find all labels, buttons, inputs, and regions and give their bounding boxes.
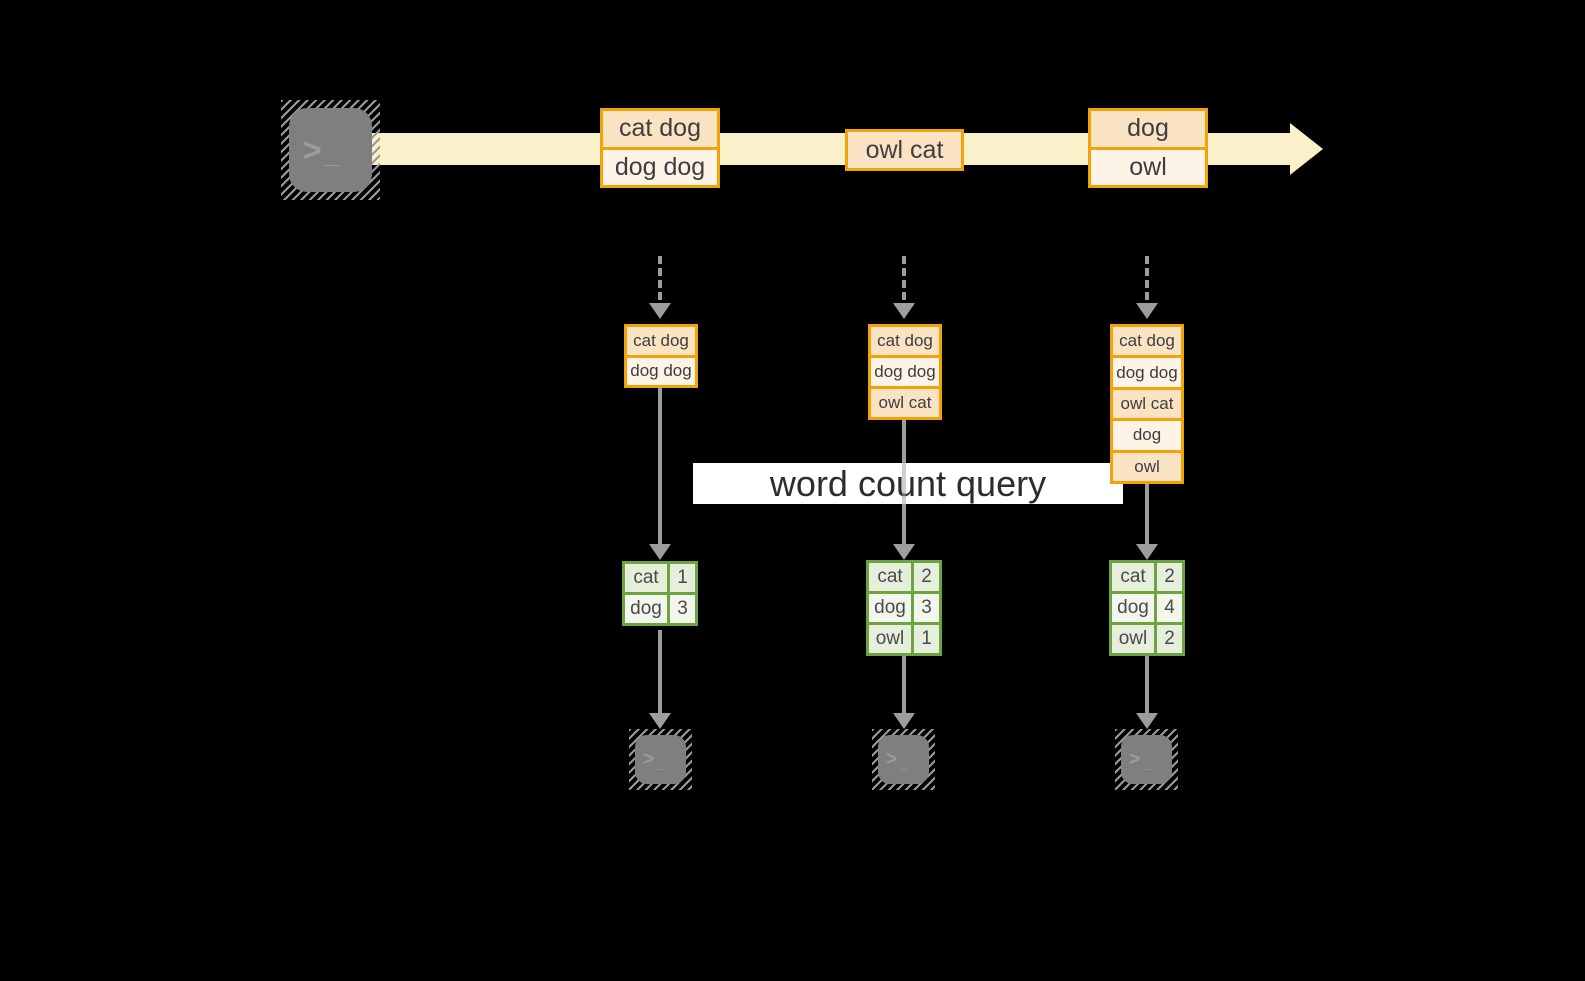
count-table-3: cat 2 dog 4 owl 2	[1109, 560, 1185, 656]
arrowhead-icon	[1136, 303, 1158, 319]
count-value: 2	[1157, 563, 1182, 591]
count-value: 1	[670, 564, 695, 592]
prompt-chevron-icon: >	[1129, 748, 1141, 770]
dashed-arrow-icon	[649, 256, 671, 319]
stream-batch-2: owl cat	[845, 129, 964, 171]
prompt-chevron-icon: >	[643, 748, 655, 770]
state-row: cat dog	[1113, 327, 1181, 356]
state-row: dog dog	[871, 358, 939, 386]
state-row: cat dog	[627, 327, 695, 355]
prompt-cursor-icon: _	[1143, 755, 1152, 772]
arrowhead-icon	[893, 544, 915, 560]
state-row: owl	[1113, 452, 1181, 482]
count-word: owl	[1112, 625, 1154, 653]
count-word: dog	[625, 595, 667, 623]
arrowhead-icon	[893, 303, 915, 319]
count-table-1: cat 1 dog 3	[622, 561, 698, 626]
arrowhead-icon	[1136, 713, 1158, 729]
sink-terminal-icon: > _	[1115, 729, 1178, 790]
sink-terminal-icon: > _	[629, 729, 692, 790]
prompt-cursor-icon: _	[324, 138, 340, 169]
dashed-line	[902, 256, 906, 300]
dashed-arrow-icon	[1136, 256, 1158, 319]
state-row: dog dog	[627, 357, 695, 385]
count-word: dog	[869, 594, 911, 622]
sink-terminal-icon: > _	[872, 729, 935, 790]
solid-arrow-icon	[649, 388, 671, 560]
solid-line	[1145, 656, 1149, 713]
query-band: word count query	[693, 463, 1123, 504]
state-row: cat dog	[871, 327, 939, 355]
dashed-line	[658, 256, 662, 300]
prompt-cursor-icon: _	[657, 755, 666, 772]
terminal-screen: > _	[878, 735, 929, 784]
state-row: owl cat	[1113, 389, 1181, 419]
arrowhead-icon	[649, 713, 671, 729]
solid-arrow-icon	[1136, 656, 1158, 729]
arrow-through-band	[902, 463, 906, 504]
count-value: 2	[1157, 625, 1182, 653]
stream-event: cat dog	[603, 111, 717, 147]
state-box-2: cat dog dog dog owl cat	[868, 324, 942, 420]
solid-arrow-icon	[649, 630, 671, 729]
stream-batch-1: cat dog dog dog	[600, 108, 720, 188]
count-value: 2	[914, 563, 939, 591]
count-word: dog	[1112, 594, 1154, 622]
dashed-line	[1145, 256, 1149, 300]
count-word: cat	[1112, 563, 1154, 591]
arrowhead-icon	[649, 303, 671, 319]
state-box-3: cat dog dog dog owl cat dog owl	[1110, 324, 1184, 484]
state-row: owl cat	[871, 389, 939, 417]
terminal-screen: > _	[289, 108, 372, 192]
stream-event: dog dog	[603, 149, 717, 185]
terminal-screen: > _	[635, 735, 686, 784]
count-word: cat	[625, 564, 667, 592]
count-value: 4	[1157, 594, 1182, 622]
arrowhead-icon	[649, 544, 671, 560]
prompt-cursor-icon: _	[900, 755, 909, 772]
stream-event: dog	[1091, 111, 1205, 147]
dashed-arrow-icon	[893, 256, 915, 319]
terminal-screen: > _	[1121, 735, 1172, 784]
count-value: 3	[670, 595, 695, 623]
solid-line	[658, 388, 662, 544]
stream-batch-3: dog owl	[1088, 108, 1208, 188]
count-word: owl	[869, 625, 911, 653]
state-row: dog dog	[1113, 358, 1181, 387]
count-value: 3	[914, 594, 939, 622]
stream-event: owl cat	[848, 132, 961, 168]
solid-arrow-icon	[893, 656, 915, 729]
state-row: dog	[1113, 421, 1181, 450]
query-label: word count query	[769, 462, 1047, 504]
count-value: 1	[914, 625, 939, 653]
arrowhead-icon	[1136, 544, 1158, 560]
solid-arrow-icon	[1136, 484, 1158, 560]
stream-timeline-arrowhead-icon	[1290, 123, 1323, 175]
prompt-chevron-icon: >	[303, 131, 322, 168]
count-word: cat	[869, 563, 911, 591]
arrowhead-icon	[893, 713, 915, 729]
solid-line	[902, 656, 906, 713]
state-box-1: cat dog dog dog	[624, 324, 698, 388]
source-terminal-icon: > _	[281, 100, 380, 200]
solid-line	[658, 630, 662, 713]
solid-line	[1145, 484, 1149, 544]
stream-event: owl	[1091, 149, 1205, 185]
count-table-2: cat 2 dog 3 owl 1	[866, 560, 942, 656]
prompt-chevron-icon: >	[886, 748, 898, 770]
